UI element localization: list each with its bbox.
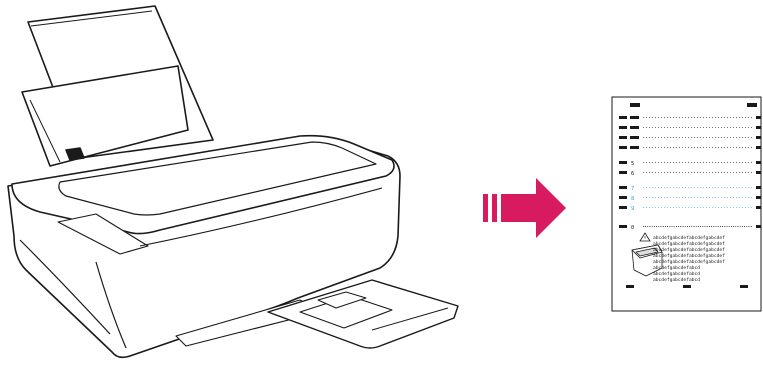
page-text-line: abcdefgabcdefabcd <box>653 277 700 283</box>
page-text-line: abcdefgabcdefabcdefgabcdef <box>653 241 725 247</box>
alignment-page: 5 6 7 8 9 0 <box>612 97 761 311</box>
row-label-5: 5 <box>631 161 634 167</box>
right-arrow-icon <box>483 178 566 238</box>
page-text-line: abcdefgabcdefabcd <box>653 265 700 271</box>
row-label-6: 6 <box>631 171 634 177</box>
page-text-line: abcdefgabcdefabcdefgabcdef <box>653 247 725 253</box>
page-text-line: abcdefgabcdefabcdefgabcdef <box>653 259 725 265</box>
row-label-7: 7 <box>631 186 634 192</box>
row-label-0: 0 <box>631 225 634 231</box>
paper-support <box>22 66 188 166</box>
page-text-line: abcdefgabcdefabcdefgabcdef <box>653 253 725 259</box>
row-label-8: 8 <box>631 196 634 202</box>
page-text-line: abcdefgabcdefabcdefgabcdef <box>653 235 725 241</box>
page-text-line: abcdefgabcdefabcd <box>653 271 700 277</box>
row-label-9: 9 <box>631 206 634 212</box>
